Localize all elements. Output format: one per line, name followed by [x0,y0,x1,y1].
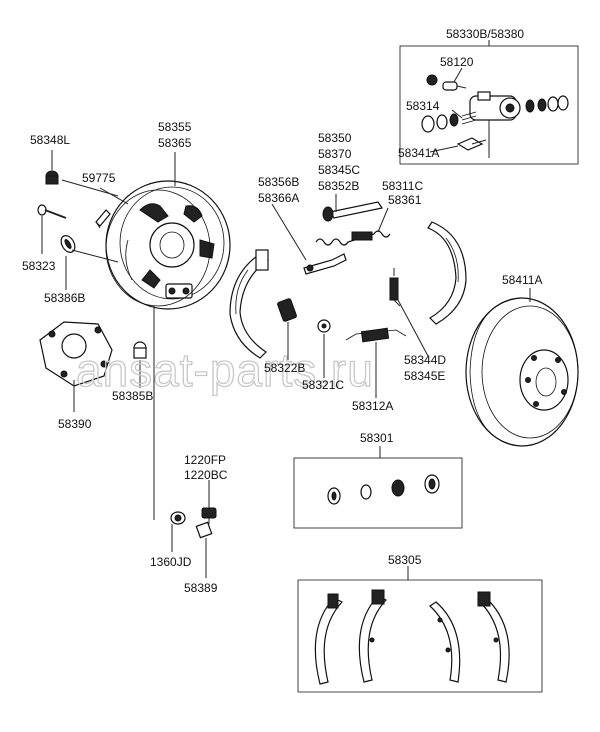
wheel-cylinder-group [399,40,579,165]
label-58348l: 58348L [30,133,70,147]
label-58365: 58365 [158,136,192,150]
bolt-58323 [37,204,67,219]
bush-58385b [133,341,147,359]
label-58305: 58305 [388,553,422,567]
plug-58348l [45,170,59,185]
label-58366a: 58366A [258,191,299,205]
label-59775: 59775 [82,171,116,185]
spring-58344d [389,268,401,307]
brake-shoe-left [229,249,270,359]
mounting-bolt-58341a [456,137,487,151]
bleeder-58389 [195,521,213,539]
shoe-set-item-1 [314,593,343,685]
spring-58311c [315,230,391,246]
label-58361: 58361 [388,193,422,207]
label-58356b: 58356B [258,175,299,189]
brake-drum [465,297,579,447]
label-1220bc: 1220BC [184,468,228,482]
label-58311c: 58311C [382,179,423,193]
bleeder-screw [442,81,467,91]
label-58370: 58370 [318,147,352,161]
cylinder-piston-kit-right [525,95,569,113]
label-58321c: 58321C [302,378,344,392]
cap-1360jd [170,511,186,525]
parking-lever-58350 [322,201,383,222]
label-58330b-58380: 58330B/58380 [446,27,524,41]
cylinder-piston-kit-left [421,111,477,133]
brake-shoe-set-58305 [297,579,543,693]
label-58389: 58389 [184,581,218,595]
label-58411a: 58411A [502,273,542,287]
repair-kit-58301 [293,457,463,529]
label-58344d: 58344D [404,353,446,367]
repair-kit-frame [293,457,463,529]
label-58386b: 58386B [44,291,85,305]
label-58120: 58120 [440,55,474,69]
label-58341a: 58341A [398,146,439,160]
label-58301: 58301 [360,431,394,445]
label-1220fp: 1220FP [184,453,226,467]
label-58322b: 58322B [264,361,305,375]
label-58350: 58350 [318,131,352,145]
grommet-58386b [60,235,76,253]
shoe-set-item-2 [358,589,387,683]
screw-1220fp [201,507,217,524]
label-58345c: 58345C [318,163,360,177]
brake-shoe-right [427,221,467,325]
watermark: ansat-parts.ru [76,344,374,396]
spring-58322b [277,298,297,322]
backing-plate [105,180,231,310]
label-58314: 58314 [406,99,440,113]
shoe-set-item-4 [477,591,510,683]
label-58352b: 58352B [318,179,359,193]
cup-58321c [317,319,331,333]
label-58323: 58323 [22,259,56,273]
label-58355: 58355 [158,120,192,134]
shoe-set-item-3 [429,601,461,683]
clip-59775 [95,209,111,229]
strut-58356b [303,253,347,275]
label-58385b: 58385B [112,389,153,403]
label-58312a: 58312A [352,399,393,413]
shoe-set-frame [297,579,543,693]
label-1360jd: 1360JD [150,555,192,569]
spring-58312a [345,327,407,343]
adaptor-plate-58390 [39,321,113,387]
bleeder-cap [426,74,438,86]
wheel-cylinder [469,91,521,121]
label-58390: 58390 [58,417,92,431]
label-58345e: 58345E [404,369,445,383]
